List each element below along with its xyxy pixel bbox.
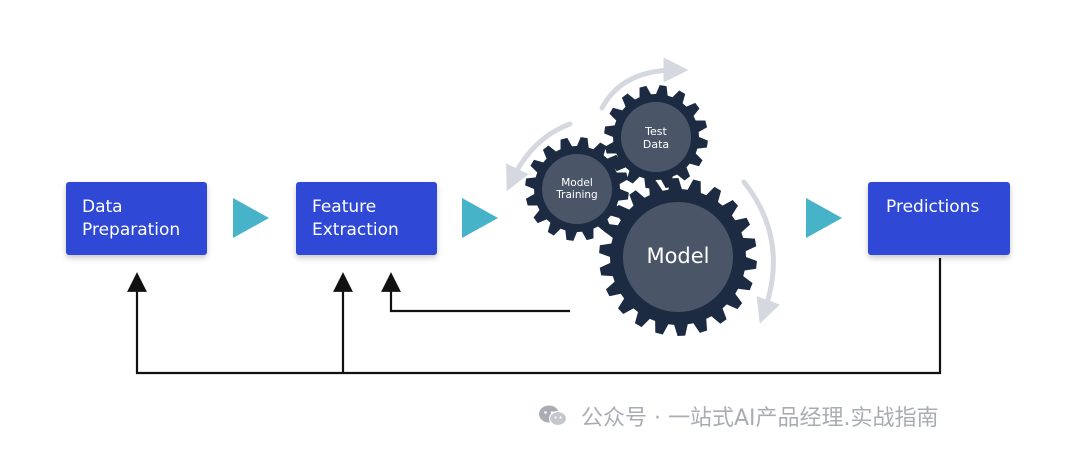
feature-extraction-label-line1: Feature [312, 197, 377, 217]
gear-test-data [604, 85, 708, 189]
gear-model-training [525, 137, 629, 241]
gear-hub [542, 154, 612, 224]
feedback-line-model [381, 272, 570, 313]
predictions-box: Predictions [868, 182, 1010, 255]
cycle-arrows [506, 57, 780, 324]
watermark: 公众号 · 一站式AI产品经理.实战指南 [538, 400, 939, 432]
feature-extraction-label-line2: Extraction [312, 220, 399, 240]
flow-arrows [233, 198, 842, 238]
gear-model [599, 178, 757, 336]
watermark-text: 公众号 · 一站式AI产品经理.实战指南 [581, 406, 939, 431]
data-preparation-label-line1: Data [82, 197, 123, 217]
data-preparation-box: Data Preparation [66, 182, 207, 255]
cycle-arrow-left [506, 121, 573, 192]
flow-arrow-2 [462, 198, 498, 238]
flow-arrow-1 [233, 198, 269, 238]
model-label-text: Model [646, 244, 710, 268]
model-label: Model [618, 243, 738, 269]
gear-hub [621, 102, 691, 172]
gear-hub [623, 202, 733, 312]
test-data-label-line2: Data [642, 138, 670, 151]
flow-arrow-3 [806, 198, 842, 238]
feedback-line-main [127, 258, 942, 375]
wechat-icon [539, 405, 568, 427]
predictions-label: Predictions [886, 197, 980, 217]
model-training-label-line2: Training [556, 189, 598, 201]
feature-extraction-box: Feature Extraction [296, 182, 437, 255]
cycle-arrow-right [741, 179, 780, 324]
data-preparation-label-line2: Preparation [82, 220, 181, 240]
feedback-lines [127, 258, 942, 375]
cycle-arrow-top [599, 57, 689, 111]
test-data-label: Test Data [618, 125, 694, 151]
model-training-label-line1: Model [561, 177, 593, 189]
test-data-label-line1: Test [645, 125, 667, 138]
model-training-label: Model Training [536, 177, 618, 201]
